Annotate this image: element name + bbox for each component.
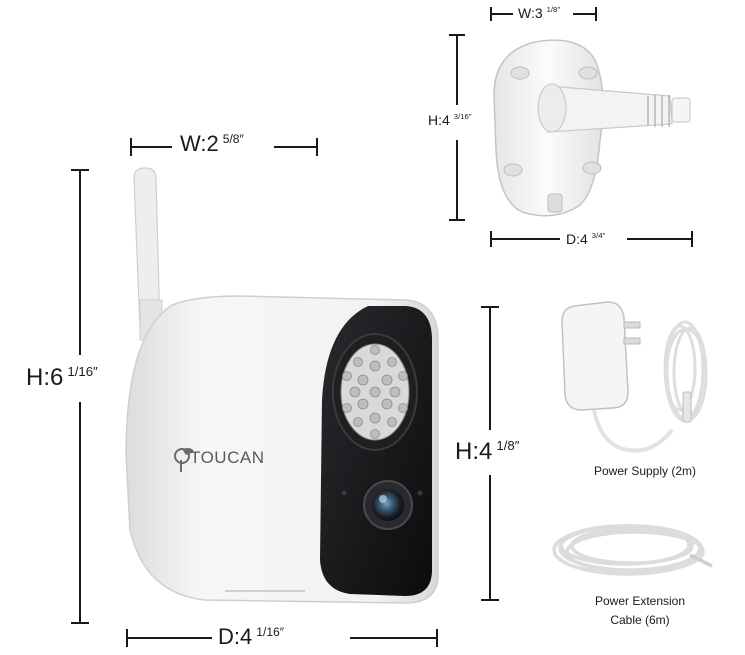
camera-body-height-fraction: 1/8″ (496, 438, 520, 453)
camera-illustration (125, 167, 439, 604)
mount-height-value: H:4 (428, 112, 450, 128)
mount-height-fraction: 3/16″ (453, 112, 472, 122)
extension-cable-illustration (552, 524, 713, 576)
power-supply-caption: Power Supply (2m) (593, 464, 697, 478)
toucan-logo-icon (174, 448, 194, 472)
extension-cable-caption-line1: Power Extension (594, 594, 686, 608)
wall-mount-illustration (493, 39, 691, 217)
camera-body-height-value: H:4 (455, 438, 493, 465)
mount-width-fraction: 1/8″ (546, 5, 561, 15)
dimension-lines (71, 7, 693, 647)
camera-width-value: W:2 (180, 131, 219, 156)
camera-height-value: H:6 (26, 364, 64, 391)
camera-depth-fraction: 1/16″ (256, 624, 285, 639)
camera-depth-value: D:4 (218, 624, 253, 649)
mount-width-value: W:3 (518, 5, 543, 21)
mount-depth-fraction: 3/4″ (591, 231, 606, 241)
extension-cable-caption-line2: Cable (6m) (610, 612, 670, 627)
camera-height-fraction: 1/16″ (67, 364, 98, 379)
brand-logo-text: TOUCAN (190, 448, 265, 467)
power-supply-illustration (561, 301, 708, 453)
camera-width-fraction: 5/8″ (222, 131, 244, 146)
extension-cable-caption: Power Extension Cable (6m) (560, 592, 720, 629)
mount-depth-value: D:4 (566, 231, 588, 247)
